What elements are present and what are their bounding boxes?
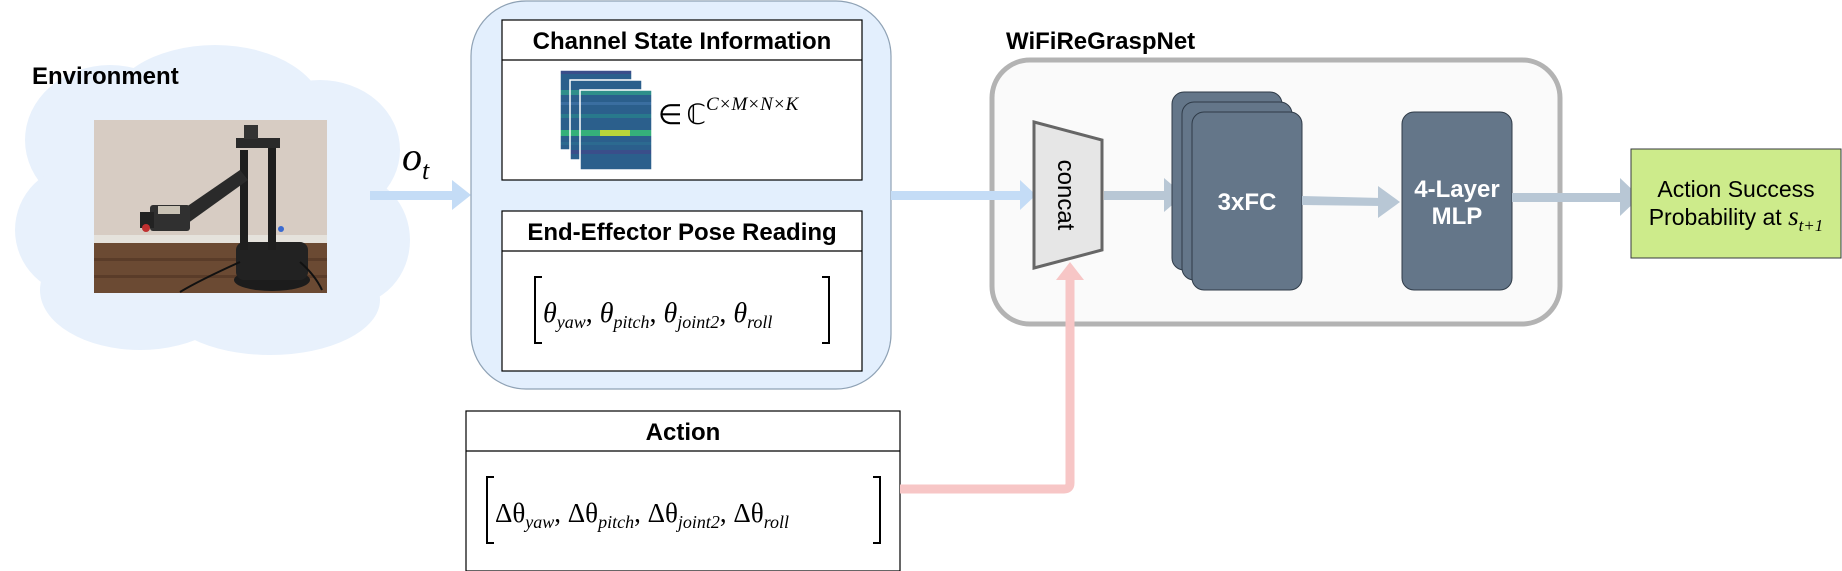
csi-formula: ∈ℂC×M×N×K [658, 94, 800, 131]
pose-vector: θyaw, θpitch, θjoint2, θroll [534, 276, 830, 344]
observation-symbol: ot [402, 134, 430, 185]
arrow-mlp-to-output [1512, 178, 1640, 216]
svg-text:θyaw, θpitch, θjoint2, θroll: θyaw, θpitch, θjoint2, θroll [543, 298, 772, 332]
mlp-label-line2: MLP [1432, 203, 1483, 230]
action-box [465, 410, 901, 571]
output-line1: Action Success [1657, 176, 1814, 202]
action-title: Action [646, 419, 721, 446]
robot-photo [94, 120, 327, 293]
output-box [1630, 148, 1842, 259]
csi-title: Channel State Information [533, 28, 832, 55]
environment-label: Environment [32, 63, 179, 90]
fc-stack [1171, 91, 1303, 291]
network-title: WiFiReGraspNet [1006, 28, 1195, 55]
output-line2: Probability at st+1 [1649, 201, 1824, 235]
svg-text:Δθyaw, Δθpitch, Δθjoint2, Δθro: Δθyaw, Δθpitch, Δθjoint2, Δθroll [495, 498, 789, 532]
csi-heatmap-stack [559, 69, 653, 171]
action-vector: Δθyaw, Δθpitch, Δθjoint2, Δθroll [486, 476, 881, 544]
fc-label: 3xFC [1218, 189, 1277, 216]
arrow-action-to-concat [900, 262, 1084, 494]
concat-block [1032, 120, 1104, 270]
arrow-inputs-to-concat [891, 180, 1036, 210]
arrow-fc-to-mlp [1302, 186, 1400, 218]
concat-label: concat [1052, 160, 1079, 231]
mlp-label-line1: 4-Layer [1414, 176, 1499, 203]
arrow-env-to-inputs [370, 180, 471, 210]
pose-box [501, 210, 863, 372]
pose-title: End-Effector Pose Reading [527, 219, 836, 246]
